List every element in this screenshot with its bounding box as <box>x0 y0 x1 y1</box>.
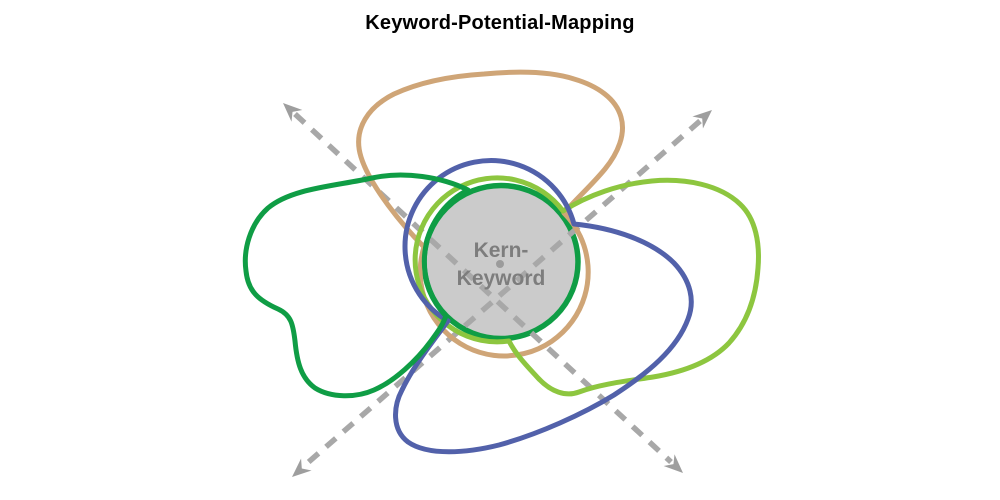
core-keyword-label-line1: Kern- <box>473 239 529 262</box>
petal-bottom-outline <box>393 158 694 455</box>
arrowhead-top-right-icon <box>692 110 712 129</box>
petal-right-outline <box>412 175 761 397</box>
core-keyword-label: Kern- Keyword <box>391 237 611 293</box>
dashed-axis-nw-se <box>293 111 673 465</box>
petal-left-outline <box>242 172 471 399</box>
center-dot-icon <box>496 260 504 268</box>
page-title: Keyword-Potential-Mapping <box>365 12 635 34</box>
arrowhead-top-left-icon <box>283 103 303 122</box>
petal-top-outline <box>356 69 625 359</box>
arrowhead-bottom-left-icon <box>292 458 312 477</box>
arrowhead-bottom-right-icon <box>663 454 683 473</box>
core-keyword-label-line2: Keyword <box>456 267 546 290</box>
dashed-axis-ne-sw <box>302 118 702 469</box>
